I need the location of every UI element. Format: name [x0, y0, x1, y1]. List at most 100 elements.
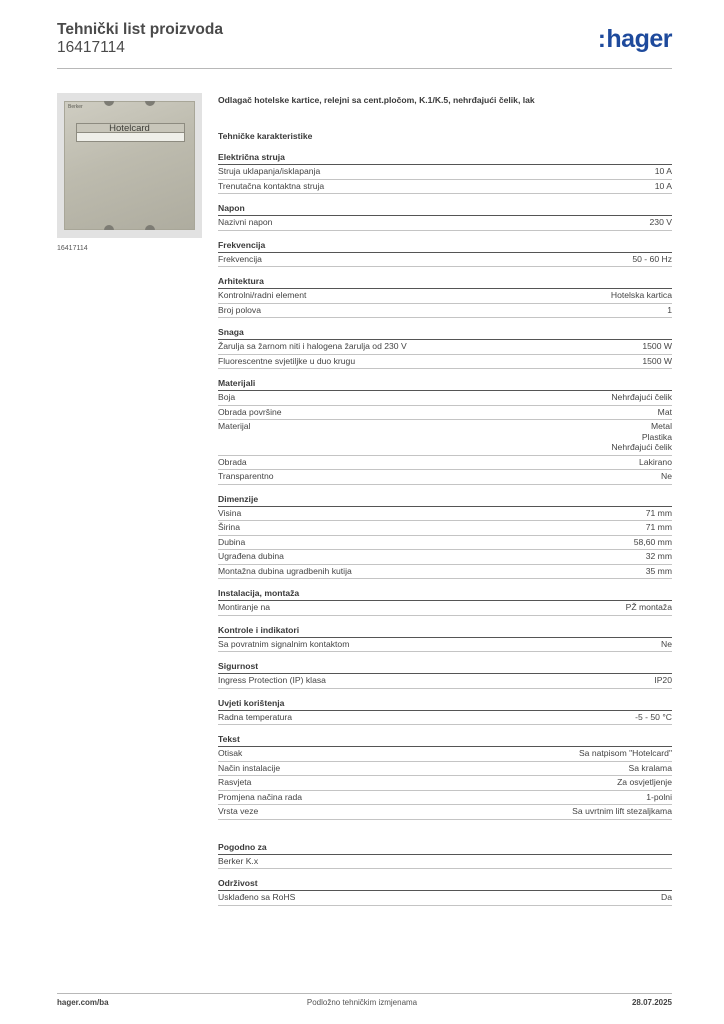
spec-value-line: Lakirano	[639, 456, 672, 467]
spec-value: 71 mm	[646, 508, 672, 519]
card-slot-opening	[76, 132, 185, 142]
section-title: Instalacija, montaža	[218, 588, 672, 601]
plate-brand-label: Berker	[68, 104, 83, 110]
spec-value: Sa uvrtnim lift stezaljkama	[572, 806, 672, 817]
specifications-content: Odlagač hotelske kartice, relejni sa cen…	[218, 95, 672, 906]
spec-value-line: -5 - 50 °C	[635, 711, 672, 722]
spec-row: Vrsta veze Sa uvrtnim lift stezaljkama	[218, 805, 672, 820]
technical-characteristics-heading: Tehničke karakteristike	[218, 131, 313, 141]
spec-row: Visina 71 mm	[218, 507, 672, 521]
footer-divider	[57, 993, 672, 994]
mount-notch-icon	[104, 101, 114, 106]
switch-plate-illustration: Berker Hotelcard	[64, 101, 195, 230]
spec-value-line: 50 - 60 Hz	[632, 253, 672, 264]
spec-label: Širina	[218, 522, 240, 532]
spec-label: Dubina	[218, 536, 246, 547]
spec-label: Promjena načina rada	[218, 791, 303, 802]
spec-label: Vrsta veze	[218, 806, 259, 816]
spec-value-line: 35 mm	[645, 565, 672, 576]
spec-row: Transparentno Ne	[218, 470, 672, 485]
spec-value-line: Plastika	[641, 431, 672, 442]
footer-disclaimer: Podložno tehničkim izmjenama	[306, 998, 418, 1007]
spec-value-line: 1-polni	[646, 791, 672, 802]
spec-label: Visina	[218, 507, 242, 518]
spec-label: Ugrađena dubina	[218, 551, 284, 561]
spec-value: Sa natpisom "Hotelcard"	[579, 748, 672, 759]
mount-notch-icon	[145, 225, 155, 230]
spec-row: Montažna dubina ugradbenih kutija 35 mm	[218, 565, 672, 579]
spec-row: Trenutačna kontaktna struja 10 A	[218, 180, 672, 194]
hager-logo: :hager	[598, 24, 673, 55]
spec-row: Promjena načina rada 1-polni	[218, 791, 672, 805]
spec-value: 1500 W	[642, 356, 672, 367]
document-title: Tehnički list proizvoda	[57, 21, 223, 38]
spec-value-line: Da	[661, 892, 672, 902]
spec-value-line: Za osvjetljenje	[617, 777, 672, 787]
spec-value-line: Hotelska kartica	[610, 290, 672, 300]
spec-value: 71 mm	[646, 522, 672, 533]
spec-row: Dubina 58,60 mm	[218, 536, 672, 550]
spec-value: -5 - 50 °C	[635, 712, 672, 723]
document-header: Tehnički list proizvoda 16417114	[57, 20, 223, 57]
spec-label: Montiranje na	[218, 602, 271, 612]
spec-label: Fluorescentne svjetiljke u duo krugu	[218, 355, 356, 366]
spec-value-line: 32 mm	[645, 551, 672, 561]
section-title: Sigurnost	[218, 661, 672, 674]
spec-value: 50 - 60 Hz	[632, 254, 672, 265]
spec-value-line: 71 mm	[645, 522, 672, 532]
spec-value: 1	[667, 305, 672, 316]
spec-value: 1-polni	[646, 792, 672, 803]
spec-value-line: 71 mm	[645, 507, 672, 518]
section-title: Napon	[218, 203, 672, 216]
section-title: Dimenzije	[218, 494, 672, 507]
image-caption: 16417114	[57, 245, 88, 252]
spec-label: Rasvjeta	[218, 777, 252, 787]
spec-label: Trenutačna kontaktna struja	[218, 180, 325, 191]
spec-row: Ugrađena dubina 32 mm	[218, 550, 672, 565]
spec-label: Struja uklapanja/isklapanja	[218, 166, 321, 176]
product-number: 16417114	[57, 39, 125, 56]
spec-value-line: IP20	[654, 675, 672, 685]
spec-value: Ne	[661, 471, 672, 482]
spec-row: Širina 71 mm	[218, 521, 672, 536]
spec-row: Fluorescentne svjetiljke u duo krugu 1500…	[218, 355, 672, 369]
spec-value-line: PŽ montaža	[625, 602, 672, 612]
footer-website[interactable]: hager.com/ba	[57, 998, 109, 1007]
spec-value: Za osvjetljenje	[617, 777, 672, 788]
spec-row: Žarulja sa žarnom niti i halogena žarulj…	[218, 340, 672, 355]
spec-label: Transparentno	[218, 471, 274, 481]
spec-value-line: 1	[667, 304, 672, 315]
plate-imprint: Hotelcard	[109, 123, 150, 134]
product-title: Odlagač hotelske kartice, relejni sa cen…	[218, 95, 535, 105]
spec-value-line: 58,60 mm	[633, 536, 672, 547]
spec-label: Berker K.x	[218, 855, 259, 866]
section-title: Održivost	[218, 878, 672, 891]
section-title: Električna struja	[218, 152, 672, 165]
section-title: Uvjeti korištenja	[218, 698, 672, 711]
spec-value: IP20	[654, 675, 672, 686]
spec-value-line: 1500 W	[642, 341, 672, 351]
spec-value: Da	[661, 892, 672, 903]
spec-label: Montažna dubina ugradbenih kutija	[218, 565, 352, 576]
spec-value-line: Sa kralama	[628, 762, 672, 773]
footer-date: 28.07.2025	[631, 998, 672, 1007]
spec-value: 10 A	[655, 181, 672, 192]
spec-row: Rasvjeta Za osvjetljenje	[218, 776, 672, 791]
spec-value-line: 1500 W	[642, 355, 672, 366]
spec-value-line: Mat	[657, 406, 672, 417]
product-image: Berker Hotelcard	[57, 93, 202, 238]
